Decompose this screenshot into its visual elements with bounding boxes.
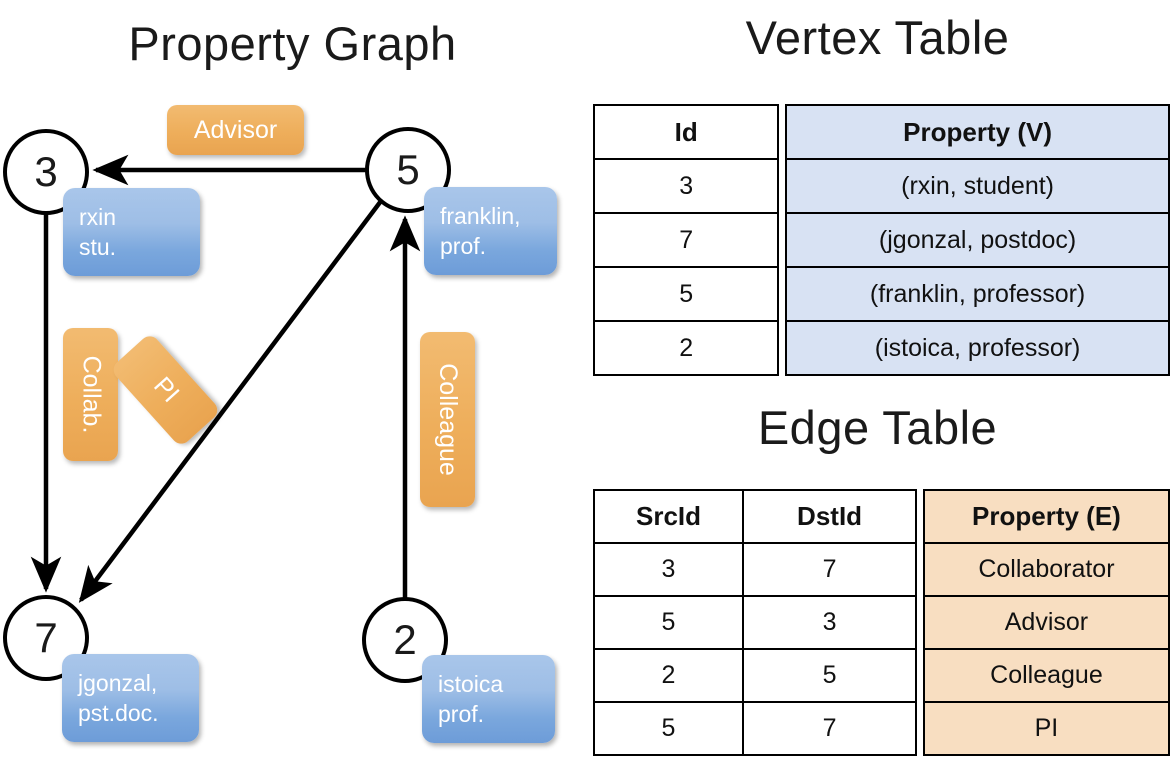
cell-property: PI — [922, 701, 1170, 756]
column-header-property: Property (E) — [922, 489, 1170, 544]
cell-property: (jgonzal, postdoc) — [785, 212, 1170, 268]
table-row[interactable]: 5 7 PI — [593, 701, 1170, 756]
edge-label-text: Colleague — [434, 363, 462, 476]
cell-property: (franklin, professor) — [785, 266, 1170, 322]
column-gap — [778, 159, 786, 213]
table-row[interactable]: 3 7 Collaborator — [593, 542, 1170, 597]
page-title-vertex-table: Vertex Table — [745, 11, 1010, 64]
vertex-property-box-2[interactable]: istoica prof. — [422, 655, 555, 743]
vertex-property-line-2: pst.doc. — [78, 700, 159, 726]
column-gap — [778, 267, 786, 321]
cell-dstid: 7 — [741, 542, 918, 597]
cell-property: (istoica, professor) — [785, 320, 1170, 376]
column-header-dstid: DstId — [741, 489, 918, 544]
column-header-property: Property (V) — [785, 104, 1170, 160]
column-gap — [778, 321, 786, 375]
cell-dstid: 5 — [741, 648, 918, 703]
cell-property: Colleague — [922, 648, 1170, 703]
edge-label-advisor[interactable]: Advisor — [167, 105, 304, 155]
column-gap — [916, 543, 924, 596]
cell-srcid: 5 — [593, 701, 744, 756]
table-row[interactable]: 5 3 Advisor — [593, 595, 1170, 650]
vertex-id-label: 7 — [34, 614, 58, 661]
vertex-property-box-5[interactable]: franklin, prof. — [424, 187, 557, 275]
edge-label-collab[interactable]: Collab. — [63, 328, 118, 461]
column-gap — [916, 649, 924, 702]
column-gap — [916, 596, 924, 649]
column-header-id: Id — [592, 104, 780, 160]
vertex-property-line-2: prof. — [440, 233, 487, 259]
page-title-property-graph: Property Graph — [128, 17, 457, 70]
column-gap — [916, 490, 924, 543]
table-row[interactable]: 2 (istoica, professor) — [592, 320, 1170, 376]
cell-property: Collaborator — [922, 542, 1170, 597]
cell-dstid: 3 — [741, 595, 918, 650]
cell-srcid: 2 — [593, 648, 744, 703]
table-row[interactable]: 5 (franklin, professor) — [592, 266, 1170, 322]
table-header-row: SrcId DstId Property (E) — [593, 489, 1170, 544]
vertex-property-box-3[interactable]: rxin stu. — [63, 188, 200, 276]
vertex-id-label: 5 — [396, 146, 420, 193]
column-gap — [778, 213, 786, 267]
column-gap — [916, 702, 924, 755]
cell-property: Advisor — [922, 595, 1170, 650]
cell-id: 2 — [592, 320, 780, 376]
vertex-node-2[interactable]: 2 — [362, 597, 448, 683]
table-header-row: Id Property (V) — [592, 104, 1170, 160]
column-gap — [778, 105, 786, 159]
page-title-edge-table: Edge Table — [757, 401, 998, 454]
table-row[interactable]: 7 (jgonzal, postdoc) — [592, 212, 1170, 268]
cell-srcid: 5 — [593, 595, 744, 650]
column-header-srcid: SrcId — [593, 489, 744, 544]
edge-label-text: PI — [147, 371, 185, 408]
vertex-id-label: 2 — [393, 616, 417, 663]
cell-dstid: 7 — [741, 701, 918, 756]
vertex-property-line-1: istoica — [438, 671, 504, 697]
graph-edges-svg — [30, 154, 421, 603]
vertex-property-line-1: jgonzal, — [78, 670, 158, 696]
vertex-node-5[interactable]: 5 — [365, 127, 451, 213]
edge-label-colleague[interactable]: Colleague — [420, 332, 475, 507]
vertex-property-line-1: franklin, — [440, 203, 521, 229]
cell-id: 7 — [592, 212, 780, 268]
vertex-property-line-2: stu. — [79, 234, 117, 260]
table-row[interactable]: 3 (rxin, student) — [592, 158, 1170, 214]
vertex-id-label: 3 — [34, 148, 58, 195]
edge-label-text: Advisor — [193, 115, 278, 144]
edge-5-to-7 — [78, 199, 383, 603]
cell-id: 3 — [592, 158, 780, 214]
cell-srcid: 3 — [593, 542, 744, 597]
cell-id: 5 — [592, 266, 780, 322]
edge-table: SrcId DstId Property (E) 3 7 Collaborato… — [593, 489, 1170, 756]
vertex-property-line-1: rxin — [79, 204, 117, 230]
property-graph-diagram: 3 5 7 2 rxin stu. franklin, prof. jgonza… — [3, 105, 557, 743]
vertex-table: Id Property (V) 3 (rxin, student) 7 (jgo… — [592, 104, 1170, 376]
table-row[interactable]: 2 5 Colleague — [593, 648, 1170, 703]
vertex-property-line-2: prof. — [438, 701, 485, 727]
vertex-property-box-7[interactable]: jgonzal, pst.doc. — [62, 654, 199, 742]
cell-property: (rxin, student) — [785, 158, 1170, 214]
edge-label-text: Collab. — [77, 355, 106, 434]
